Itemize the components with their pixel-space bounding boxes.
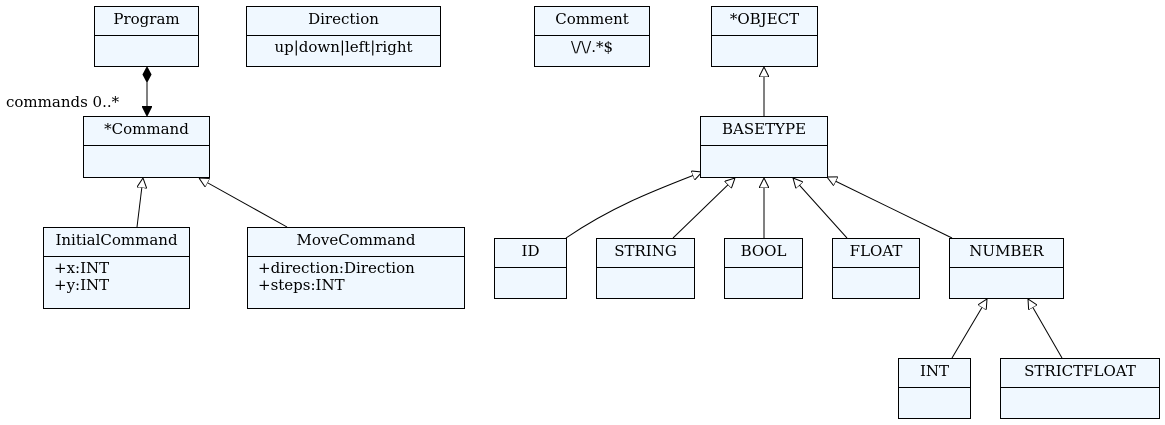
class-attributes (833, 268, 919, 298)
class-int[interactable]: INT (898, 358, 971, 419)
class-attributes (950, 268, 1063, 298)
class-name: STRICTFLOAT (1001, 359, 1159, 388)
class-name: InitialCommand (44, 228, 189, 257)
class-bool[interactable]: BOOL (724, 238, 803, 299)
class-attribute: \/\/.*$ (570, 38, 614, 56)
class-attributes (84, 146, 209, 177)
edge-float-basetype (793, 178, 848, 239)
class-name: *OBJECT (712, 7, 817, 36)
class-command[interactable]: *Command (83, 116, 210, 178)
edge-string-basetype (672, 178, 735, 239)
class-number[interactable]: NUMBER (949, 238, 1064, 299)
class-program[interactable]: Program (94, 6, 199, 67)
class-object[interactable]: *OBJECT (711, 6, 818, 67)
edge-movecommand-command (199, 178, 288, 228)
class-attribute: up|down|left|right (274, 38, 413, 56)
class-name: FLOAT (833, 239, 919, 268)
class-attributes (1001, 388, 1159, 418)
class-name: Direction (247, 7, 440, 36)
class-basetype[interactable]: BASETYPE (700, 116, 828, 178)
class-attributes (495, 268, 566, 298)
class-name: STRING (597, 239, 694, 268)
edge-id-basetype (565, 172, 702, 239)
class-attributes (899, 388, 970, 418)
class-attributes (597, 268, 694, 298)
edge-number-basetype (827, 177, 953, 239)
class-name: Comment (535, 7, 649, 36)
association-label: commands 0..* (6, 93, 120, 111)
composition-diamond (142, 65, 152, 84)
class-name: MoveCommand (248, 228, 464, 257)
class-strictfloat[interactable]: STRICTFLOAT (1000, 358, 1160, 419)
class-direction[interactable]: Direction up|down|left|right (246, 6, 441, 67)
class-attribute: +direction:Direction (258, 259, 415, 277)
class-attributes (95, 36, 198, 66)
class-name: Program (95, 7, 198, 36)
class-name: NUMBER (950, 239, 1063, 268)
class-name: BOOL (725, 239, 802, 268)
class-attributes: up|down|left|right (247, 36, 440, 66)
class-name: *Command (84, 117, 209, 146)
class-name: BASETYPE (701, 117, 827, 146)
class-initialcommand[interactable]: InitialCommand +x:INT +y:INT (43, 227, 190, 309)
class-name: INT (899, 359, 970, 388)
class-attributes: +x:INT +y:INT (44, 257, 189, 308)
class-name: ID (495, 239, 566, 268)
edge-int-number (951, 299, 987, 359)
class-attribute: +y:INT (54, 276, 110, 294)
class-attributes (712, 36, 817, 66)
class-string[interactable]: STRING (596, 238, 695, 299)
class-comment[interactable]: Comment \/\/.*$ (534, 6, 650, 67)
class-attributes (725, 268, 802, 298)
class-id[interactable]: ID (494, 238, 567, 299)
edge-strictfloat-number (1028, 299, 1063, 359)
class-attributes: +direction:Direction +steps:INT (248, 257, 464, 308)
edge-initialcommand-command (136, 178, 143, 228)
class-movecommand[interactable]: MoveCommand +direction:Direction +steps:… (247, 227, 465, 309)
class-attributes: \/\/.*$ (535, 36, 649, 66)
class-attribute: +x:INT (54, 259, 110, 277)
class-attributes (701, 146, 827, 177)
class-attribute: +steps:INT (258, 276, 345, 294)
class-float[interactable]: FLOAT (832, 238, 920, 299)
